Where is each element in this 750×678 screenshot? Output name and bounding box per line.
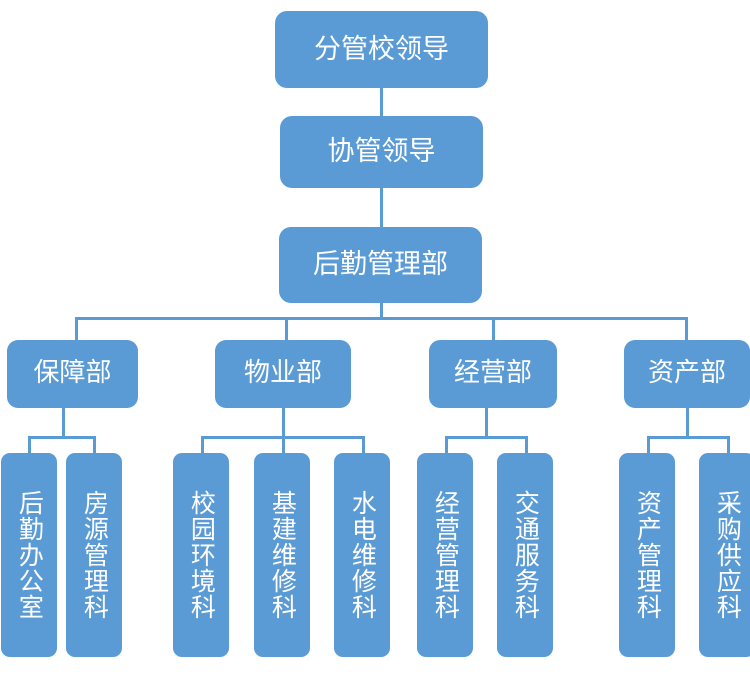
node-xiao-yuan-huan-jing-ke[interactable]: 校园环境科: [173, 453, 229, 657]
connector-d2-to-l3: [201, 436, 204, 453]
node-bao-zhang-bu[interactable]: 保障部: [7, 340, 138, 408]
node-label: 后勤管理部: [313, 249, 448, 281]
node-jiao-tong-fu-wu-ke[interactable]: 交通服务科: [497, 453, 553, 657]
connector-d1-stem: [62, 408, 65, 438]
connector-d4-to-l9: [727, 436, 730, 453]
node-label: 分管校领导: [314, 33, 449, 65]
connector-d3-to-l7: [525, 436, 528, 453]
node-label: 资产管理科: [633, 490, 663, 620]
connector-d1-to-l2: [93, 436, 96, 453]
node-label: 后勤办公室: [15, 490, 45, 620]
node-cai-gou-gong-ying-ke[interactable]: 采购供应科: [699, 453, 750, 657]
node-ji-jian-wei-xiu-ke[interactable]: 基建维修科: [254, 453, 310, 657]
connector-d1-to-l1: [28, 436, 31, 453]
connector-d4-stem: [686, 408, 689, 438]
node-label: 水电维修科: [348, 490, 378, 620]
node-fen-guan-xiao-ling-dao[interactable]: 分管校领导: [275, 11, 488, 88]
connector-d3-stem: [485, 408, 488, 438]
connector-d3-bus: [445, 436, 528, 439]
node-hou-qin-ban-gong-shi[interactable]: 后勤办公室: [1, 453, 57, 657]
node-label: 采购供应科: [713, 490, 743, 620]
connector-bus-to-d1: [75, 317, 78, 340]
node-label: 协管领导: [327, 136, 436, 168]
connector-d4-bus: [647, 436, 730, 439]
connector-n2-stem: [380, 303, 383, 319]
connector-d2-to-l5: [362, 436, 365, 453]
node-jing-ying-guan-li-ke[interactable]: 经营管理科: [417, 453, 473, 657]
node-label: 物业部: [243, 358, 322, 389]
node-shui-dian-wei-xiu-ke[interactable]: 水电维修科: [334, 453, 390, 657]
connector-n1-n2: [380, 188, 383, 227]
node-fang-yuan-guan-li-ke[interactable]: 房源管理科: [66, 453, 122, 657]
connector-d4-to-l8: [647, 436, 650, 453]
node-label: 房源管理科: [80, 490, 110, 620]
node-label: 经营部: [453, 358, 532, 389]
connector-dept-bus: [75, 317, 687, 320]
node-label: 保障部: [33, 358, 112, 389]
node-label: 校园环境科: [187, 490, 217, 620]
connector-d3-to-l6: [445, 436, 448, 453]
node-label: 资产部: [647, 358, 726, 389]
node-wu-ye-bu[interactable]: 物业部: [215, 340, 351, 408]
connector-d1-bus: [28, 436, 96, 439]
node-label: 交通服务科: [511, 490, 541, 620]
node-hou-qin-guan-li-bu[interactable]: 后勤管理部: [279, 227, 482, 303]
node-jing-ying-bu[interactable]: 经营部: [429, 340, 557, 408]
connector-n0-n1: [380, 88, 383, 116]
connector-d2-to-l4: [282, 436, 285, 453]
connector-d2-stem: [282, 408, 285, 438]
node-label: 经营管理科: [431, 490, 461, 620]
connector-bus-to-d3: [492, 317, 495, 340]
node-zi-chan-guan-li-ke[interactable]: 资产管理科: [619, 453, 675, 657]
connector-bus-to-d4: [685, 317, 688, 340]
node-xie-guan-ling-dao[interactable]: 协管领导: [280, 116, 483, 188]
connector-bus-to-d2: [285, 317, 288, 340]
node-label: 基建维修科: [268, 490, 298, 620]
node-zi-chan-bu[interactable]: 资产部: [624, 340, 750, 408]
